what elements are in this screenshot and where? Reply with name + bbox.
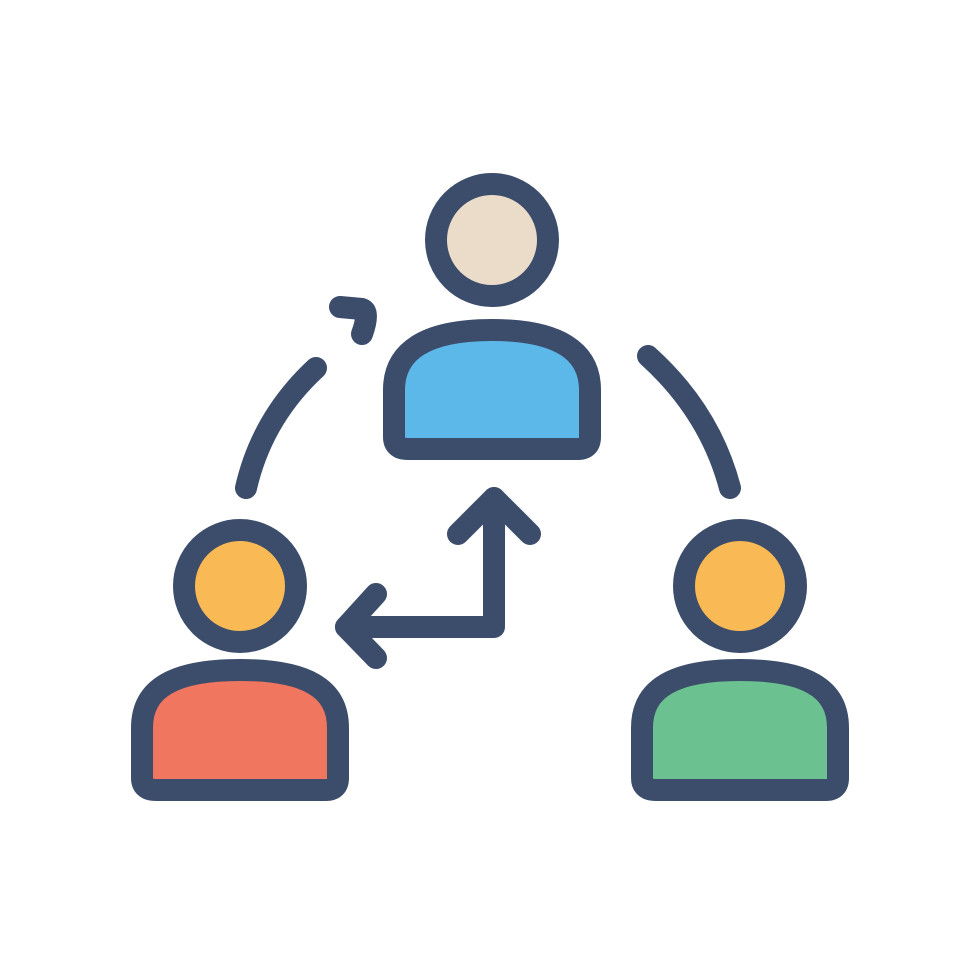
- body-left: [131, 659, 349, 801]
- head-right: [673, 519, 807, 653]
- exchange-arrow-line: [335, 487, 505, 638]
- arc-right-connector: [637, 345, 741, 499]
- head-top: [425, 173, 559, 307]
- head-left: [173, 519, 307, 653]
- body-right: [631, 659, 849, 801]
- arrow-head-left-icon: [335, 583, 387, 669]
- person-top-icon: [383, 173, 601, 460]
- body-top: [383, 319, 601, 460]
- arrow-head-up-icon: [447, 487, 541, 545]
- arc-left-connector: [235, 357, 327, 499]
- person-left-icon: [131, 519, 349, 801]
- person-right-icon: [631, 519, 849, 801]
- arc-top-left-hook: [329, 296, 377, 345]
